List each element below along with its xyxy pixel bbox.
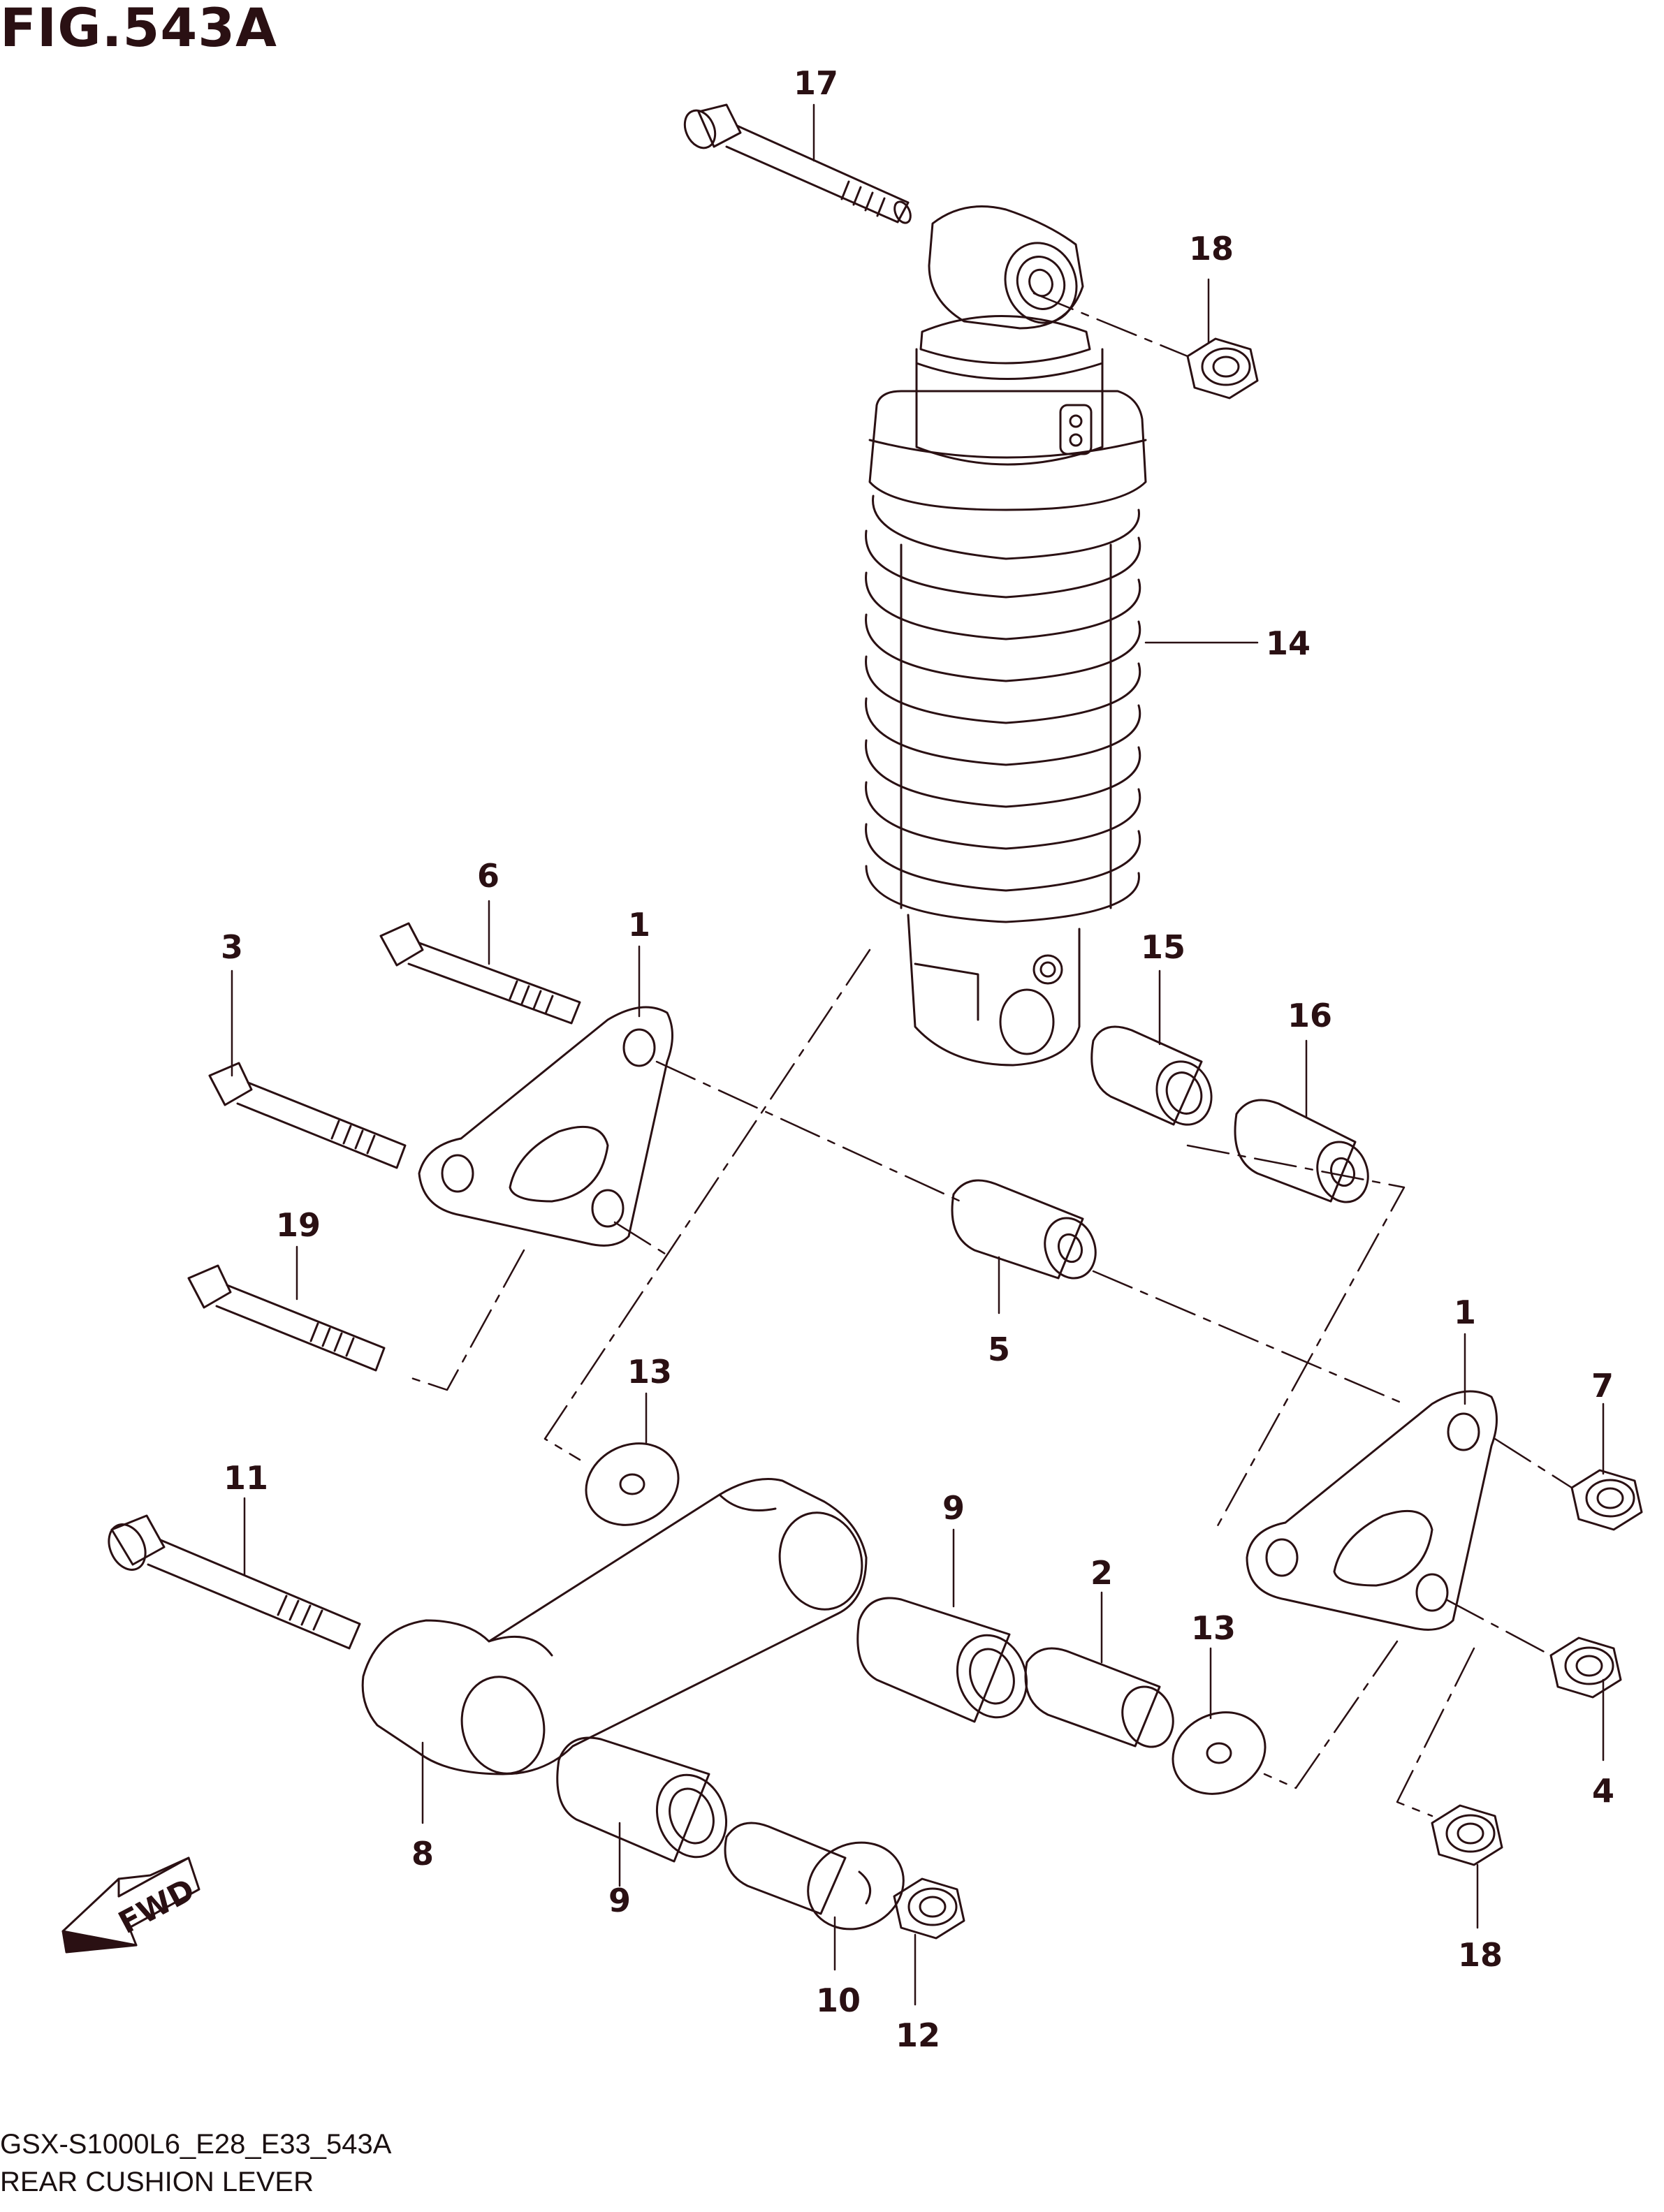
washer-13-lower <box>1172 1711 1267 1795</box>
bolt-17 <box>683 103 912 224</box>
washer-13-upper <box>585 1442 680 1526</box>
callout-7: 7 <box>1591 1367 1614 1405</box>
rear-shock-absorber <box>865 205 1147 1067</box>
callout-18: 18 <box>1458 1936 1503 1974</box>
bolt-11 <box>108 1514 361 1650</box>
bearing-15 <box>1090 1025 1213 1126</box>
section-name: REAR CUSHION LEVER <box>0 2167 314 2197</box>
figure-title: FIG.543A <box>0 0 277 59</box>
assembly-centre-lines <box>404 292 1573 1817</box>
callout-3: 3 <box>221 928 243 966</box>
callout-10: 10 <box>816 1982 861 2019</box>
collar-10 <box>724 1822 905 1931</box>
spacer-5 <box>951 1179 1097 1280</box>
callout-14: 14 <box>1266 624 1311 662</box>
callout-9: 9 <box>942 1489 965 1527</box>
callout-labels: 17 18 14 6 1 3 15 16 19 5 13 1 7 11 9 2 … <box>221 64 1614 2054</box>
callout-9: 9 <box>608 1882 631 1919</box>
nut-18-top <box>1186 337 1259 400</box>
model-code: GSX-S1000L6_E28_E33_543A <box>0 2129 392 2160</box>
callout-17: 17 <box>794 64 838 102</box>
callout-1: 1 <box>1454 1294 1476 1331</box>
bearing-9-upper <box>856 1597 1028 1723</box>
bolt-6 <box>379 922 581 1025</box>
cushion-lever-plate-lower <box>1246 1390 1498 1631</box>
bolt-19 <box>187 1264 386 1372</box>
callout-8: 8 <box>411 1835 434 1873</box>
nut-18-bottom <box>1431 1804 1503 1866</box>
fwd-arrow <box>61 1856 200 1954</box>
callout-16: 16 <box>1287 997 1332 1034</box>
cushion-lever-plate-upper <box>418 1006 673 1247</box>
callout-5: 5 <box>988 1331 1010 1368</box>
nut-4 <box>1549 1636 1622 1699</box>
callout-13: 13 <box>627 1353 672 1391</box>
bearing-9-lower <box>556 1736 728 1863</box>
nut-7 <box>1570 1469 1643 1531</box>
spacer-16 <box>1234 1099 1369 1203</box>
callout-18: 18 <box>1189 230 1234 268</box>
callout-12: 12 <box>896 2016 940 2054</box>
nut-12 <box>893 1877 965 1940</box>
cushion-rod-8 <box>361 1478 868 1775</box>
callout-13: 13 <box>1191 1609 1236 1647</box>
bolt-3 <box>208 1062 407 1169</box>
callout-19: 19 <box>276 1206 321 1244</box>
callout-15: 15 <box>1141 928 1185 966</box>
callout-11: 11 <box>224 1459 268 1497</box>
collar-2 <box>1024 1647 1174 1748</box>
callout-4: 4 <box>1592 1772 1614 1810</box>
callout-leaders <box>231 103 1605 2006</box>
callout-1: 1 <box>628 906 650 944</box>
callout-2: 2 <box>1090 1554 1113 1592</box>
callout-6: 6 <box>477 857 499 895</box>
